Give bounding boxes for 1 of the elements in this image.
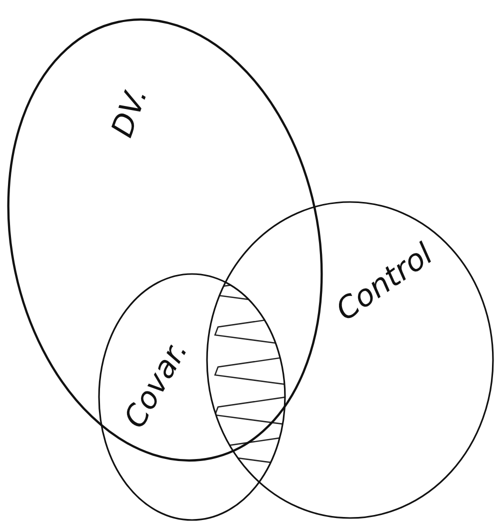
set-label: DV. <box>104 83 155 142</box>
